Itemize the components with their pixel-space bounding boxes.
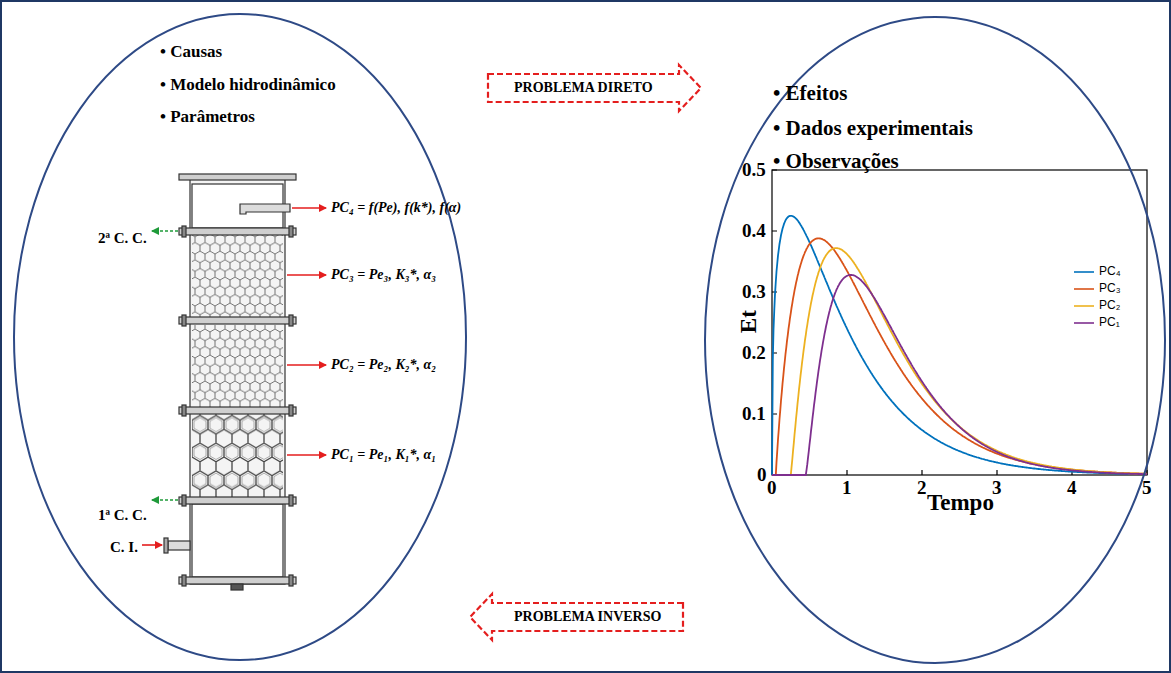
ellipse-node: • Efeitos • Dados experimentais • Observaç… xyxy=(703,15,1167,665)
legend-sample xyxy=(1074,271,1094,273)
arrow-label: PROBLEMA DIRETO xyxy=(512,80,655,96)
tick-label: 3 xyxy=(992,478,1002,499)
block-arrow-outline xyxy=(470,594,683,640)
block-arrow xyxy=(470,594,683,640)
section-label: PC₃ = Pe₃, K₃*, α₃ xyxy=(331,267,436,282)
legend-text: PC₃ xyxy=(1099,282,1121,295)
tick-label: 0.2 xyxy=(742,343,766,364)
bullet-text: • Causas xyxy=(160,42,222,62)
tick-label: 4 xyxy=(1067,478,1077,499)
section-label: PC₄ = f(Pe), f(k*), f(α) xyxy=(331,200,461,215)
legend-lines xyxy=(1074,272,1094,323)
legend-text: PC₂ xyxy=(1099,299,1120,312)
legend-sample xyxy=(1074,305,1094,307)
bullet-text: • Efeitos xyxy=(773,81,847,106)
block-arrow xyxy=(488,65,701,111)
ellipse-outline xyxy=(703,15,1167,665)
axis-title: Tempo xyxy=(927,490,994,515)
axis-title: Et xyxy=(736,310,761,333)
rtd-curve xyxy=(772,275,1147,475)
tick-label: 2 xyxy=(917,478,927,499)
initial-condition-label: C. I. xyxy=(110,539,138,556)
section-label: PC₂ = Pe₂, K₂*, α₂ xyxy=(331,357,436,372)
bullet-text: • Observações xyxy=(773,149,899,174)
rtd-curve xyxy=(772,238,1147,475)
bullet-text: • Parâmetros xyxy=(160,107,255,127)
leader-arrows xyxy=(142,208,326,545)
tick-label: 0 xyxy=(767,478,777,499)
boundary-label: 1ª C. C. xyxy=(98,507,147,524)
tick-label: 0 xyxy=(757,465,767,486)
tick-label: 0.1 xyxy=(742,404,766,425)
chart-axes xyxy=(772,170,1147,475)
ellipse-shape xyxy=(705,17,1165,663)
tick-label: 0.3 xyxy=(742,282,766,303)
ellipse-node: • Causas • Modelo hidrodinâmico • Parâmetr… xyxy=(12,12,468,662)
legend-sample xyxy=(1074,288,1094,290)
rtd-curve xyxy=(772,248,1147,475)
bullet-text: • Dados experimentais xyxy=(773,116,973,141)
boundary-label: 2ª C. C. xyxy=(98,230,147,247)
section-label: PC₁ = Pe₁, K₁*, α₁ xyxy=(331,447,436,462)
tick-label: 0.4 xyxy=(742,221,766,242)
rtd-curves xyxy=(772,216,1147,475)
block-arrow-outline xyxy=(488,65,701,111)
ellipse-shape xyxy=(14,14,466,660)
tick-label: 0.5 xyxy=(742,160,766,181)
arrow-label: PROBLEMA INVERSO xyxy=(512,609,663,625)
legend-sample xyxy=(1074,322,1094,324)
tick-label: 5 xyxy=(1142,478,1152,499)
tick-label: 1 xyxy=(842,478,852,499)
legend-text: PC₁ xyxy=(1099,316,1120,329)
rtd-curve xyxy=(772,216,1147,475)
column-illustration xyxy=(164,174,296,590)
bullet-text: • Modelo hidrodinâmico xyxy=(160,75,336,95)
legend-text: PC₄ xyxy=(1099,265,1121,278)
